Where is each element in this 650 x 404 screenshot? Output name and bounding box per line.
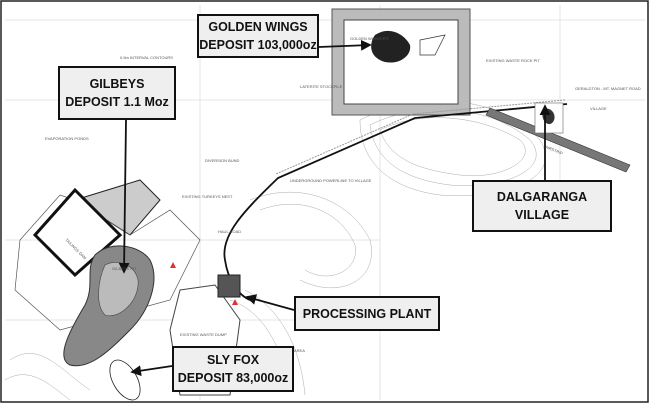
label-area: AREA (294, 348, 305, 353)
callout-line: DEPOSIT 1.1 Moz (65, 95, 169, 109)
label-powerline: UNDERGROUND POWERLINE TO VILLAGE (290, 178, 372, 183)
label-turkeys-nest: EXISTING TURKEYS NEST (182, 194, 233, 199)
label-laterite: LATERITE STOCKPILE (300, 84, 343, 89)
label-village: VILLAGE (590, 106, 607, 111)
warning-marker (170, 262, 176, 268)
callout-line: SLY FOX (206, 353, 260, 367)
label-airstrip: AIRSTRIP (545, 144, 564, 156)
callout-line: GOLDEN WINGS (208, 20, 308, 34)
callout-line: DEPOSIT 103,000oz (199, 38, 317, 52)
label-road: GERALDTON - MT. MAGNET ROAD (575, 86, 641, 91)
label-waste-rock-pit: EXISTING WASTE ROCK PIT (486, 58, 540, 63)
callout-line: DEPOSIT 83,000oz (177, 371, 289, 385)
processing-plant-callout: PROCESSING PLANT (294, 296, 440, 331)
gilbeys-arrow (118, 119, 130, 274)
golden-wings-arrow (318, 39, 372, 51)
label-diversion: DIVERSION BUND (205, 158, 240, 163)
sly-fox-deposit-outline (109, 359, 141, 401)
callout-line: DALGARANGA (496, 190, 588, 204)
label-contours: 0.5m INTERVAL CONTOURS (120, 55, 173, 60)
sly-fox-arrow (130, 365, 173, 377)
processing-arrow (245, 294, 295, 311)
golden-wings-pit-boundary (343, 19, 459, 105)
sly-fox-callout: SLY FOX DEPOSIT 83,000oz (172, 346, 294, 392)
callout-line: GILBEYS (89, 77, 145, 91)
label-haul-road: HAUL ROAD (218, 229, 241, 234)
label-golden-wings-pit: GOLDEN WINGS PIT (350, 36, 389, 41)
dalgaranga-callout: DALGARANGA VILLAGE (472, 180, 612, 232)
label-gilbeys-pit: GILBEYS PIT (112, 266, 137, 271)
label-evaporation: EVAPORATION PONDS (45, 136, 89, 141)
callout-line: PROCESSING PLANT (302, 306, 432, 321)
warning-marker (232, 299, 238, 305)
label-waste-dump: EXISTING WASTE DUMP (180, 332, 227, 337)
golden-wings-callout: GOLDEN WINGS DEPOSIT 103,000oz (197, 14, 319, 58)
airstrip (485, 107, 631, 173)
gilbeys-callout: GILBEYS DEPOSIT 1.1 Moz (58, 66, 176, 120)
callout-line: VILLAGE (514, 208, 570, 222)
processing-plant (217, 274, 241, 298)
golden-wings-pit (371, 30, 411, 63)
